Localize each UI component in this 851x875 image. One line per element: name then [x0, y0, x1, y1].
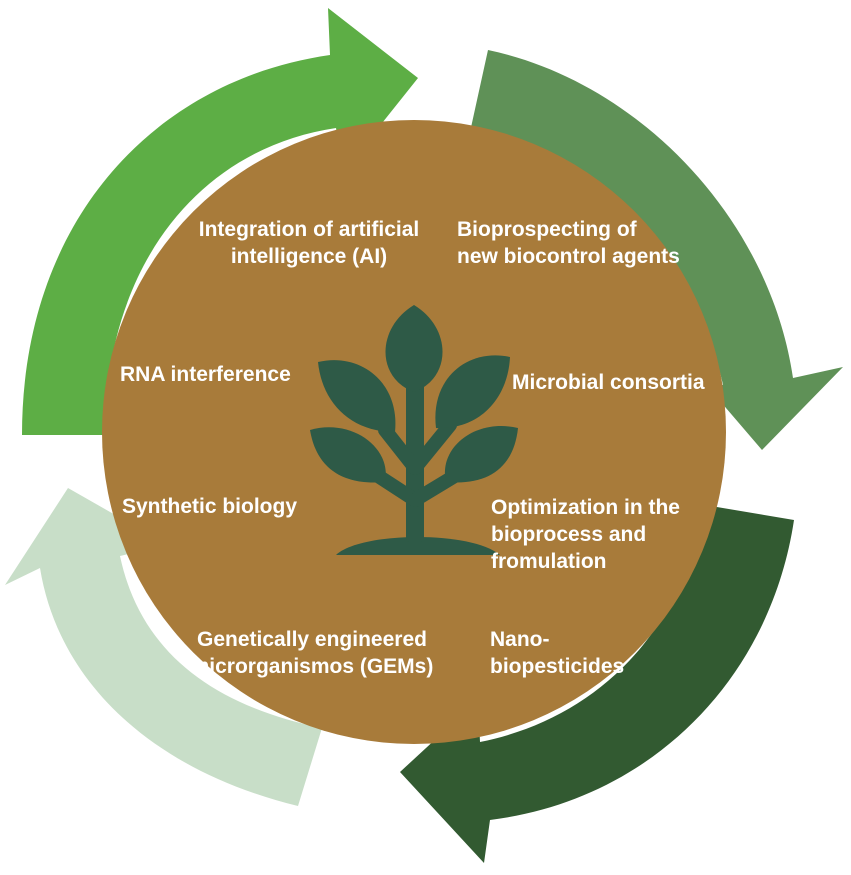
- label-rna-line-1: RNA interference: [120, 363, 291, 386]
- label-ai-line-1: Integration of artificial: [198, 218, 420, 241]
- label-nano-line-1: Nano-: [490, 628, 550, 651]
- label-synthetic-biology: Synthetic biology: [122, 493, 297, 520]
- label-nano-line-2: biopesticides: [490, 655, 625, 678]
- label-rna-interference: RNA interference: [120, 361, 291, 388]
- label-gems: Genetically engineered microrganismos (G…: [187, 626, 437, 680]
- label-optimization-line-2: bioprocess and: [491, 523, 647, 546]
- label-synthetic-line-1: Synthetic biology: [122, 495, 298, 518]
- label-optimization: Optimization in the bioprocess and fromu…: [491, 494, 680, 575]
- plant-sprout-icon: [310, 305, 518, 555]
- label-gems-line-1: Genetically engineered: [197, 628, 427, 651]
- label-nano-biopesticides: Nano- biopesticides: [490, 626, 624, 680]
- label-optimization-line-1: Optimization in the: [491, 496, 680, 519]
- label-gems-line-2: microrganismos (GEMs): [190, 655, 434, 678]
- label-optimization-line-3: fromulation: [491, 550, 607, 573]
- label-bioprospecting-line-1: Bioprospecting of: [457, 218, 637, 241]
- label-ai-integration: Integration of artificial intelligence (…: [189, 216, 429, 270]
- label-microbial-line-1: Microbial consortia: [512, 371, 705, 394]
- label-microbial-consortia: Microbial consortia: [512, 369, 705, 396]
- cycle-arrow-bottom-right: [400, 505, 794, 863]
- cycle-arrow-top-left: [22, 8, 418, 435]
- label-bioprospecting-line-2: new biocontrol agents: [457, 245, 680, 268]
- label-ai-line-2: intelligence (AI): [230, 245, 388, 268]
- label-bioprospecting: Bioprospecting of new biocontrol agents: [457, 216, 680, 270]
- cycle-arrow-bottom-left: [5, 488, 322, 806]
